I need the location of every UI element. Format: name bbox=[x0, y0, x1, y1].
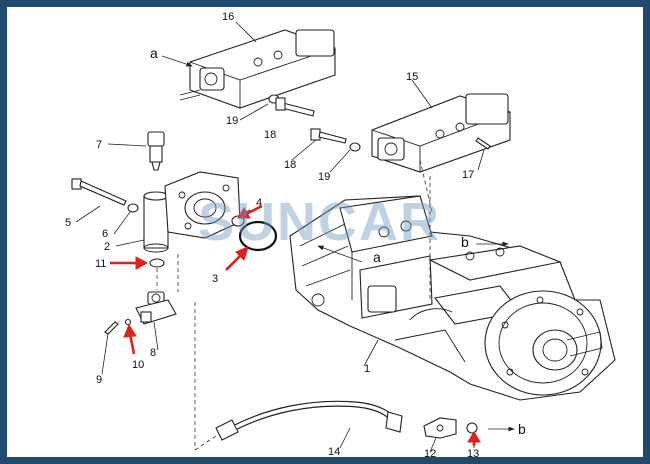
reference-arrows bbox=[161, 55, 515, 432]
label-part-1: 1 bbox=[364, 363, 370, 375]
valve-8 bbox=[135, 291, 177, 325]
hose-14 bbox=[215, 400, 403, 441]
label-part-4: 4 bbox=[256, 197, 262, 209]
bolt-5 bbox=[71, 178, 127, 206]
label-ref-a-mid: a bbox=[373, 249, 381, 265]
label-part-8: 8 bbox=[150, 347, 156, 359]
solenoid-valve-16 bbox=[179, 29, 336, 109]
plug-10 bbox=[124, 318, 132, 326]
label-part-19-lower: 19 bbox=[318, 171, 330, 183]
label-part-5: 5 bbox=[65, 217, 71, 229]
label-part-16: 16 bbox=[222, 11, 234, 23]
label-ref-a-top: a bbox=[150, 45, 158, 61]
label-part-11: 11 bbox=[95, 258, 106, 270]
label-part-19-upper: 19 bbox=[226, 115, 238, 127]
washer-19-lower bbox=[349, 142, 361, 152]
connector-12 bbox=[423, 417, 457, 439]
o-ring-13 bbox=[466, 422, 478, 434]
watermark-text: SUNCAR bbox=[198, 192, 441, 252]
red-highlight-arrows bbox=[110, 204, 481, 446]
label-ref-b-right: b bbox=[461, 234, 469, 250]
label-part-12: 12 bbox=[424, 448, 436, 460]
label-part-14: 14 bbox=[328, 446, 340, 458]
label-part-2: 2 bbox=[104, 241, 110, 253]
solenoid-valve-15 bbox=[371, 93, 511, 173]
pin-17 bbox=[475, 137, 491, 150]
label-part-18-upper: 18 bbox=[264, 129, 276, 141]
label-part-10: 10 bbox=[132, 359, 144, 371]
label-part-9: 9 bbox=[96, 374, 102, 386]
assembly-guide-lines bbox=[156, 159, 433, 451]
label-part-3: 3 bbox=[212, 273, 218, 285]
pin-9 bbox=[104, 321, 119, 335]
label-part-15: 15 bbox=[406, 71, 418, 83]
label-part-18-lower: 18 bbox=[284, 159, 296, 171]
label-ref-b-bottom: b bbox=[518, 421, 526, 437]
label-part-17: 17 bbox=[462, 169, 474, 181]
regulator-body bbox=[164, 171, 241, 239]
label-part-13: 13 bbox=[467, 448, 479, 460]
sleeve-2 bbox=[143, 191, 169, 253]
label-part-6: 6 bbox=[102, 228, 108, 240]
washer-6 bbox=[127, 203, 139, 213]
part-labels: 1 2 3 4 5 6 7 8 9 10 11 12 13 14 15 16 1… bbox=[65, 11, 526, 460]
bolt-18-upper bbox=[275, 97, 315, 117]
bolt-18-lower bbox=[310, 128, 347, 144]
main-pump-1 bbox=[289, 195, 616, 401]
label-part-7: 7 bbox=[96, 139, 102, 151]
o-ring-3 bbox=[238, 220, 278, 252]
fitting-7 bbox=[147, 131, 165, 171]
o-ring-11 bbox=[149, 258, 165, 268]
